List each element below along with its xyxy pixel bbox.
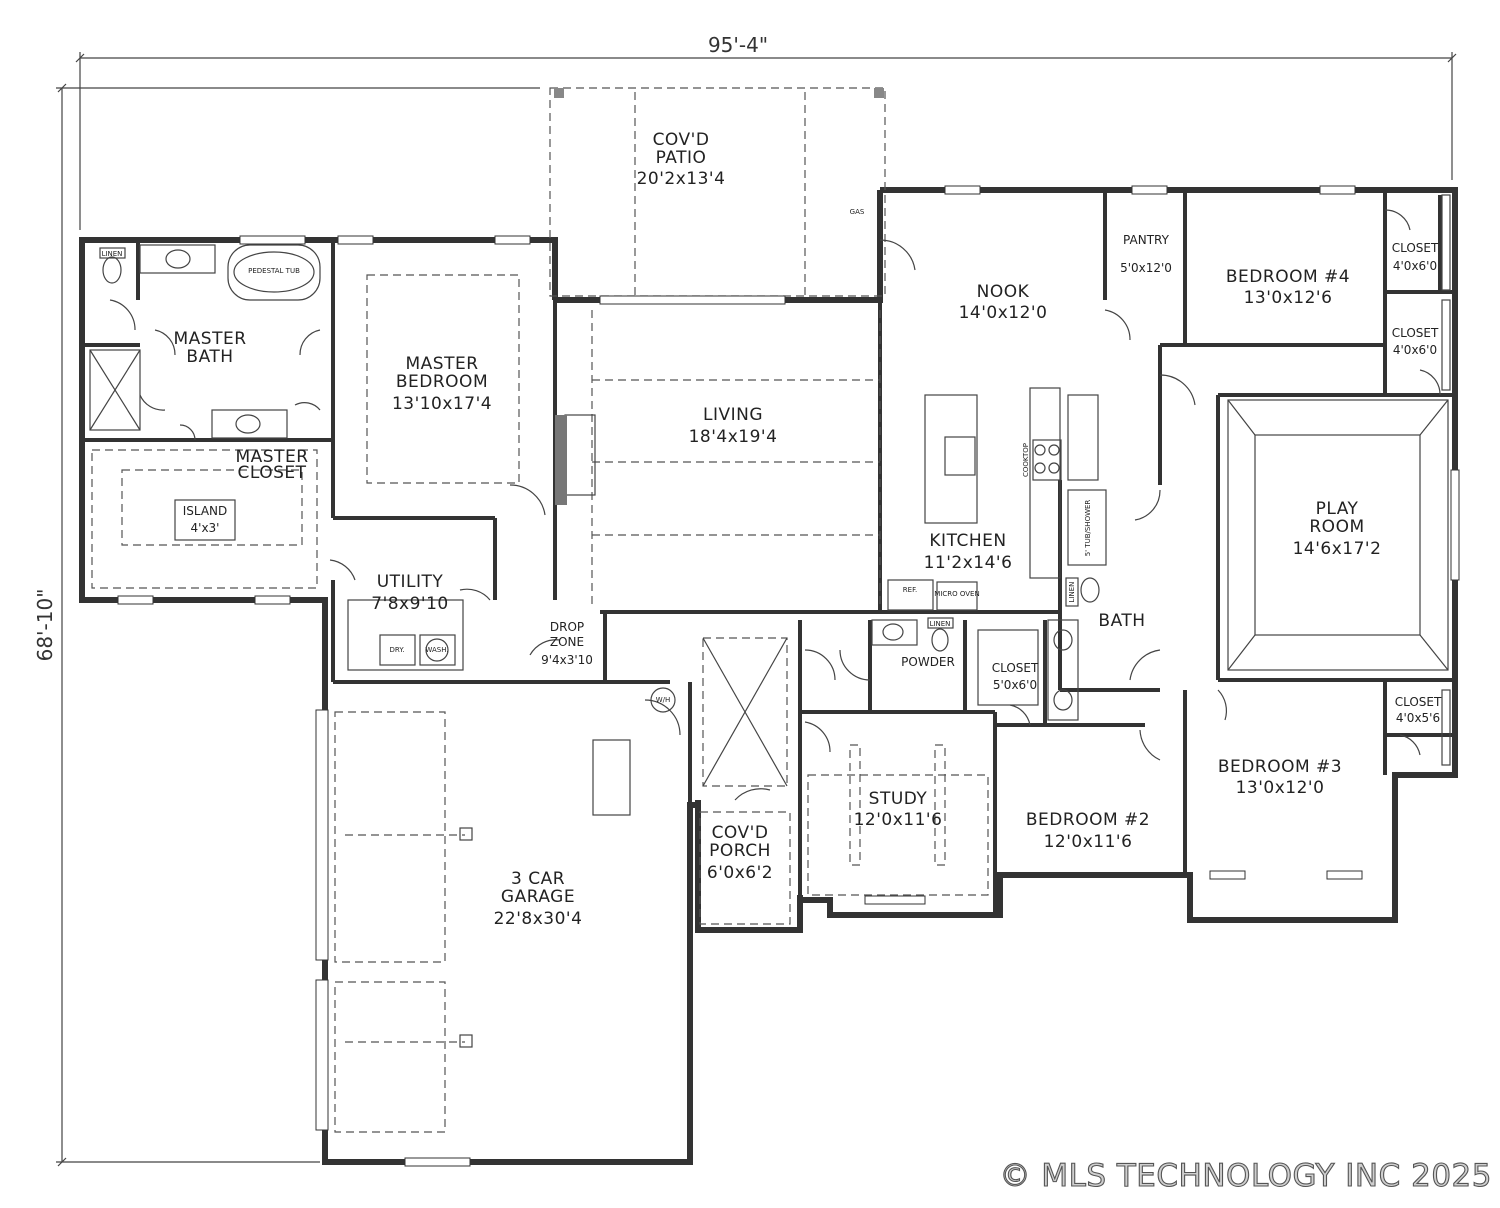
bedroom3-size: 13'0x12'0: [1236, 778, 1325, 798]
ceiling-details: [89, 274, 1449, 1133]
porch-size: 6'0x6'2: [707, 863, 773, 883]
patio-size: 20'2x13'4: [637, 169, 726, 189]
patio-name-1: COV'D: [653, 130, 710, 150]
kitchen-name: KITCHEN: [929, 531, 1006, 551]
master-closet-name-1: MASTER: [235, 447, 308, 467]
patio-name-2: PATIO: [656, 148, 707, 168]
copyright-watermark-outline: © MLS TECHNOLOGY INC 2025: [999, 1158, 1492, 1194]
garage-name-1: 3 CAR: [511, 869, 565, 889]
master-bath-name-2: BATH: [186, 347, 233, 367]
linen-hall-label: LINEN: [1068, 582, 1076, 603]
study-name: STUDY: [869, 789, 928, 809]
powder-name: POWDER: [901, 655, 955, 669]
room-labels: MASTER BATH MASTER BEDROOM 13'10x17'4 MA…: [173, 233, 1441, 929]
nook-size: 14'0x12'0: [959, 303, 1048, 323]
closet-b4-bottom-name: CLOSET: [1392, 326, 1439, 340]
bedroom2-size: 12'0x11'6: [1044, 832, 1133, 852]
living-size: 18'4x19'4: [689, 427, 778, 447]
play-room-size: 14'6x17'2: [1293, 539, 1382, 559]
copyright-watermark: © MLS TECHNOLOGY INC 2025: [999, 1158, 1492, 1194]
closet-b4-top-name: CLOSET: [1392, 241, 1439, 255]
master-bath-name-1: MASTER: [173, 329, 246, 349]
nook-name: NOOK: [977, 282, 1030, 302]
bedroom4-name: BEDROOM #4: [1226, 267, 1350, 287]
garage-name-2: GARAGE: [501, 887, 575, 907]
porch-name-1: COV'D: [712, 823, 769, 843]
play-room-name-2: ROOM: [1309, 517, 1364, 537]
water-heater-label: W/H: [656, 696, 671, 704]
closet-b3-size: 4'0x5'6: [1396, 711, 1440, 725]
island-name: ISLAND: [183, 504, 228, 518]
gas-label: GAS: [850, 208, 865, 216]
closet-b3-name: CLOSET: [1395, 695, 1442, 709]
tub-shower-label: 5' TUB/SHOWER: [1084, 500, 1092, 557]
linen-bath-label: LINEN: [102, 250, 123, 258]
play-room-name-1: PLAY: [1316, 499, 1359, 519]
closet-b4-top-size: 4'0x6'0: [1393, 259, 1437, 273]
refrigerator-label: REF.: [903, 586, 917, 594]
drop-zone-name-1: DROP: [550, 620, 584, 634]
cooktop-label: COOKTOP: [1022, 443, 1030, 477]
pantry-size: 5'0x12'0: [1120, 261, 1172, 275]
master-closet-name-2: CLOSET: [237, 463, 306, 483]
closet-mid-size: 5'0x6'0: [993, 678, 1037, 692]
garage-size: 22'8x30'4: [494, 909, 583, 929]
washer-label: WASH.: [425, 646, 448, 654]
bath-name: BATH: [1098, 611, 1145, 631]
closet-b4-bottom-size: 4'0x6'0: [1393, 343, 1437, 357]
master-bedroom-size: 13'10x17'4: [392, 394, 492, 414]
island-size: 4'x3': [191, 521, 220, 535]
bedroom3-name: BEDROOM #3: [1218, 757, 1342, 777]
bedroom4-size: 13'0x12'6: [1244, 288, 1333, 308]
linen-powder-label: LINEN: [930, 620, 951, 628]
fixtures: LINEN PEDESTAL TUB DRY. WASH. W/H COOKTO…: [99, 194, 1451, 766]
kitchen-size: 11'2x14'6: [924, 553, 1013, 573]
porch-name-2: PORCH: [709, 841, 771, 861]
width-dimension: 95'-4": [708, 33, 768, 57]
drop-zone-size: 9'4x3'10: [541, 653, 593, 667]
pedestal-tub-label: PEDESTAL TUB: [248, 267, 300, 275]
utility-name: UTILITY: [377, 572, 444, 592]
master-bedroom-name-1: MASTER: [405, 354, 478, 374]
living-name: LIVING: [703, 405, 763, 425]
interior-walls: [82, 190, 1455, 915]
height-dimension: 68'-10": [33, 589, 57, 662]
covered-patio: COV'D PATIO 20'2x13'4 GAS: [549, 87, 886, 297]
dimension-lines: 95'-4" 68'-10": [33, 33, 1457, 1167]
doors: [109, 209, 1441, 801]
utility-size: 7'8x9'10: [371, 594, 449, 614]
micro-oven-label: MICRO OVEN: [934, 590, 979, 598]
windows: [117, 185, 1460, 1167]
study-size: 12'0x11'6: [854, 810, 943, 830]
pantry-name: PANTRY: [1123, 233, 1170, 247]
closet-mid-name: CLOSET: [992, 661, 1039, 675]
drop-zone-name-2: ZONE: [550, 635, 584, 649]
exterior-walls: [79, 187, 1458, 1165]
dryer-label: DRY.: [390, 646, 405, 654]
bedroom2-name: BEDROOM #2: [1026, 810, 1150, 830]
master-bedroom-name-2: BEDROOM: [396, 372, 488, 392]
